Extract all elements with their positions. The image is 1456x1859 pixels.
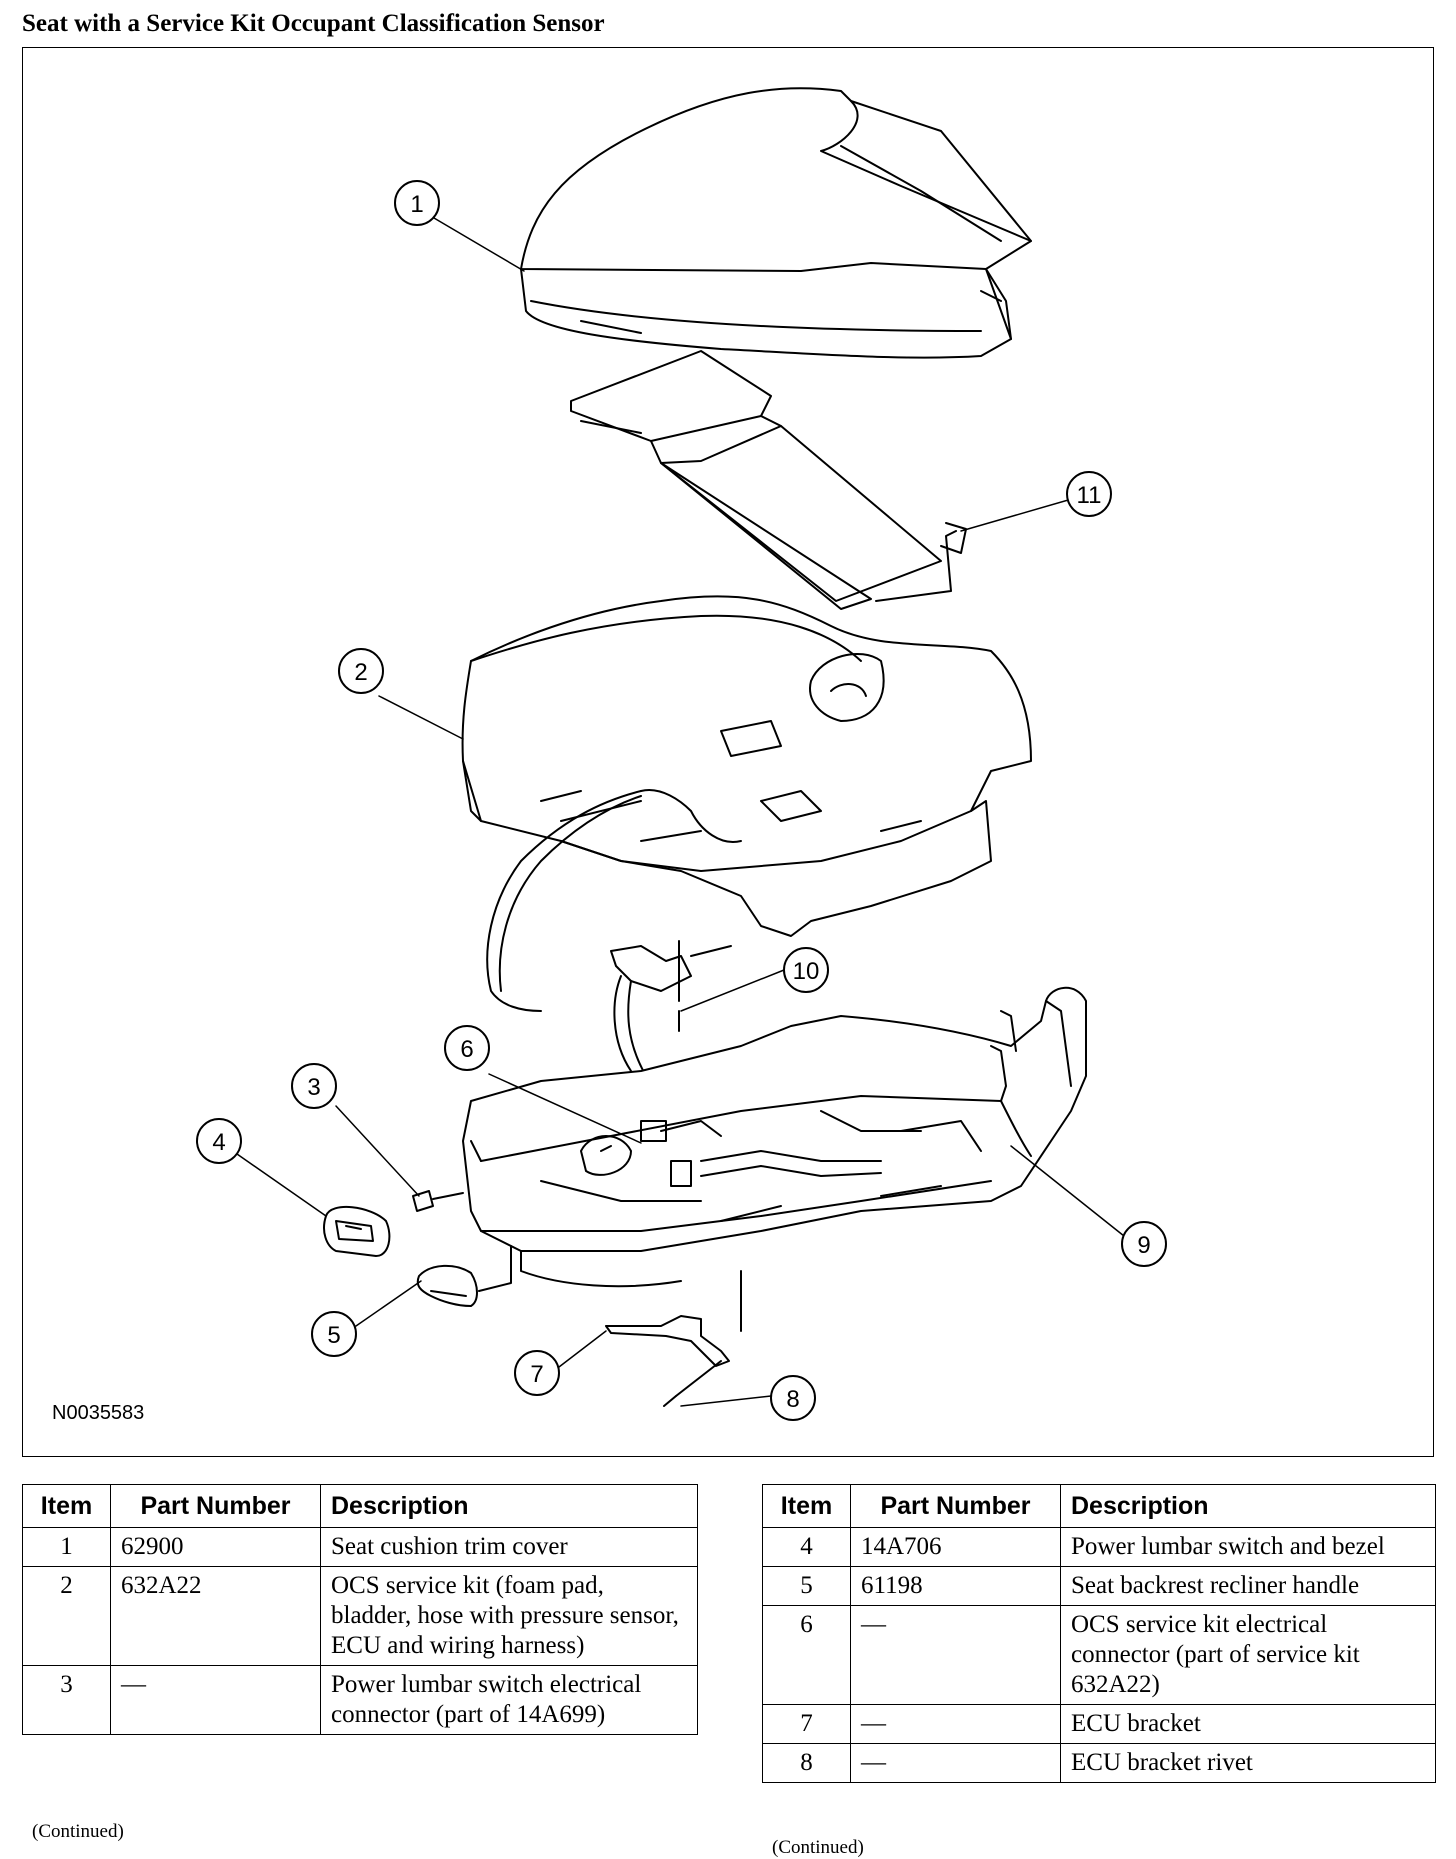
callout-6: 6 [460,1036,473,1063]
cell-description: OCS service kit (foam pad, bladder, hose… [320,1566,698,1666]
callout-11: 11 [1077,482,1102,509]
ocs-service-kit-cushion-drawing [461,595,1032,937]
table-row: 3 — Power lumbar switch electrical conne… [22,1665,698,1735]
cell-part-number: — [110,1665,321,1735]
cell-part-number: — [850,1743,1061,1783]
cell-part-number: — [850,1605,1061,1705]
table-header-row: Item Part Number Description [22,1484,698,1528]
table-row: 2 632A22 OCS service kit (foam pad, blad… [22,1566,698,1666]
callout-4: 4 [212,1129,225,1156]
lumbar-switch-connector-drawing [412,1190,464,1212]
cell-item: 8 [762,1743,851,1783]
table-row: 6 — OCS service kit electrical connector… [762,1605,1436,1705]
callout-8: 8 [786,1386,799,1413]
ecu-bracket-drawing [605,1270,742,1367]
cell-item: 1 [22,1527,111,1567]
callout-circles [196,180,1167,1421]
table-row: 5 61198 Seat backrest recliner handle [762,1566,1436,1606]
header-part-number: Part Number [110,1484,321,1528]
callout-2: 2 [354,659,367,686]
callout-5: 5 [327,1322,340,1349]
callout-10: 10 [793,958,820,985]
cell-part-number: — [850,1704,1061,1744]
cell-item: 2 [22,1566,111,1666]
cell-description: Power lumbar switch electrical connector… [320,1665,698,1735]
seat-cushion-frame-drawing [462,986,1087,1288]
header-part-number: Part Number [850,1484,1061,1528]
cell-description: Seat cushion trim cover [320,1527,698,1567]
cell-item: 7 [762,1704,851,1744]
cell-description: ECU bracket [1060,1704,1436,1744]
header-description: Description [1060,1484,1436,1528]
ecu-bracket-rivet-drawing [663,1360,722,1407]
continued-note-right: (Continued) [772,1837,864,1858]
table-header-row: Item Part Number Description [762,1484,1436,1528]
seat-exploded-diagram: 1 11 2 10 6 3 4 9 5 7 8 [196,87,1167,1421]
cell-description: OCS service kit electrical connector (pa… [1060,1605,1436,1705]
cell-description: Seat backrest recliner handle [1060,1566,1436,1606]
table-row: 8 — ECU bracket rivet [762,1743,1436,1783]
foam-pad-bladder-drawing [570,350,967,610]
parts-table-right: Item Part Number Description 4 14A706 Po… [762,1484,1436,1783]
continued-note-left: (Continued) [32,1821,124,1842]
parts-table-left: Item Part Number Description 1 62900 Sea… [22,1484,698,1735]
cell-part-number: 62900 [110,1527,321,1567]
callout-1: 1 [410,191,423,218]
seat-cushion-trim-cover-drawing [520,87,1032,359]
header-description: Description [320,1484,698,1528]
cell-description: Power lumbar switch and bezel [1060,1527,1436,1567]
recliner-handle-drawing [416,1245,512,1307]
callout-3: 3 [307,1074,320,1101]
callout-7: 7 [530,1361,543,1388]
cell-description: ECU bracket rivet [1060,1743,1436,1783]
header-item: Item [762,1484,851,1528]
figure-id: N0035583 [52,1402,145,1424]
power-lumbar-switch-drawing [323,1205,391,1257]
cell-item: 5 [762,1566,851,1606]
callout-9: 9 [1137,1232,1150,1259]
cell-part-number: 61198 [850,1566,1061,1606]
cell-item: 3 [22,1665,111,1735]
header-item: Item [22,1484,111,1528]
cell-item: 6 [762,1605,851,1705]
callout-leader-lines [236,217,1125,1407]
table-row: 1 62900 Seat cushion trim cover [22,1527,698,1567]
page-title: Seat with a Service Kit Occupant Classif… [22,10,605,37]
callout-numbers: 1 11 2 10 6 3 4 9 5 7 8 [212,191,1150,1413]
cell-part-number: 14A706 [850,1527,1061,1567]
cell-item: 4 [762,1527,851,1567]
exploded-view-figure: 1 11 2 10 6 3 4 9 5 7 8 [22,47,1434,1457]
table-row: 4 14A706 Power lumbar switch and bezel [762,1527,1436,1567]
table-row: 7 — ECU bracket [762,1704,1436,1744]
cell-part-number: 632A22 [110,1566,321,1666]
